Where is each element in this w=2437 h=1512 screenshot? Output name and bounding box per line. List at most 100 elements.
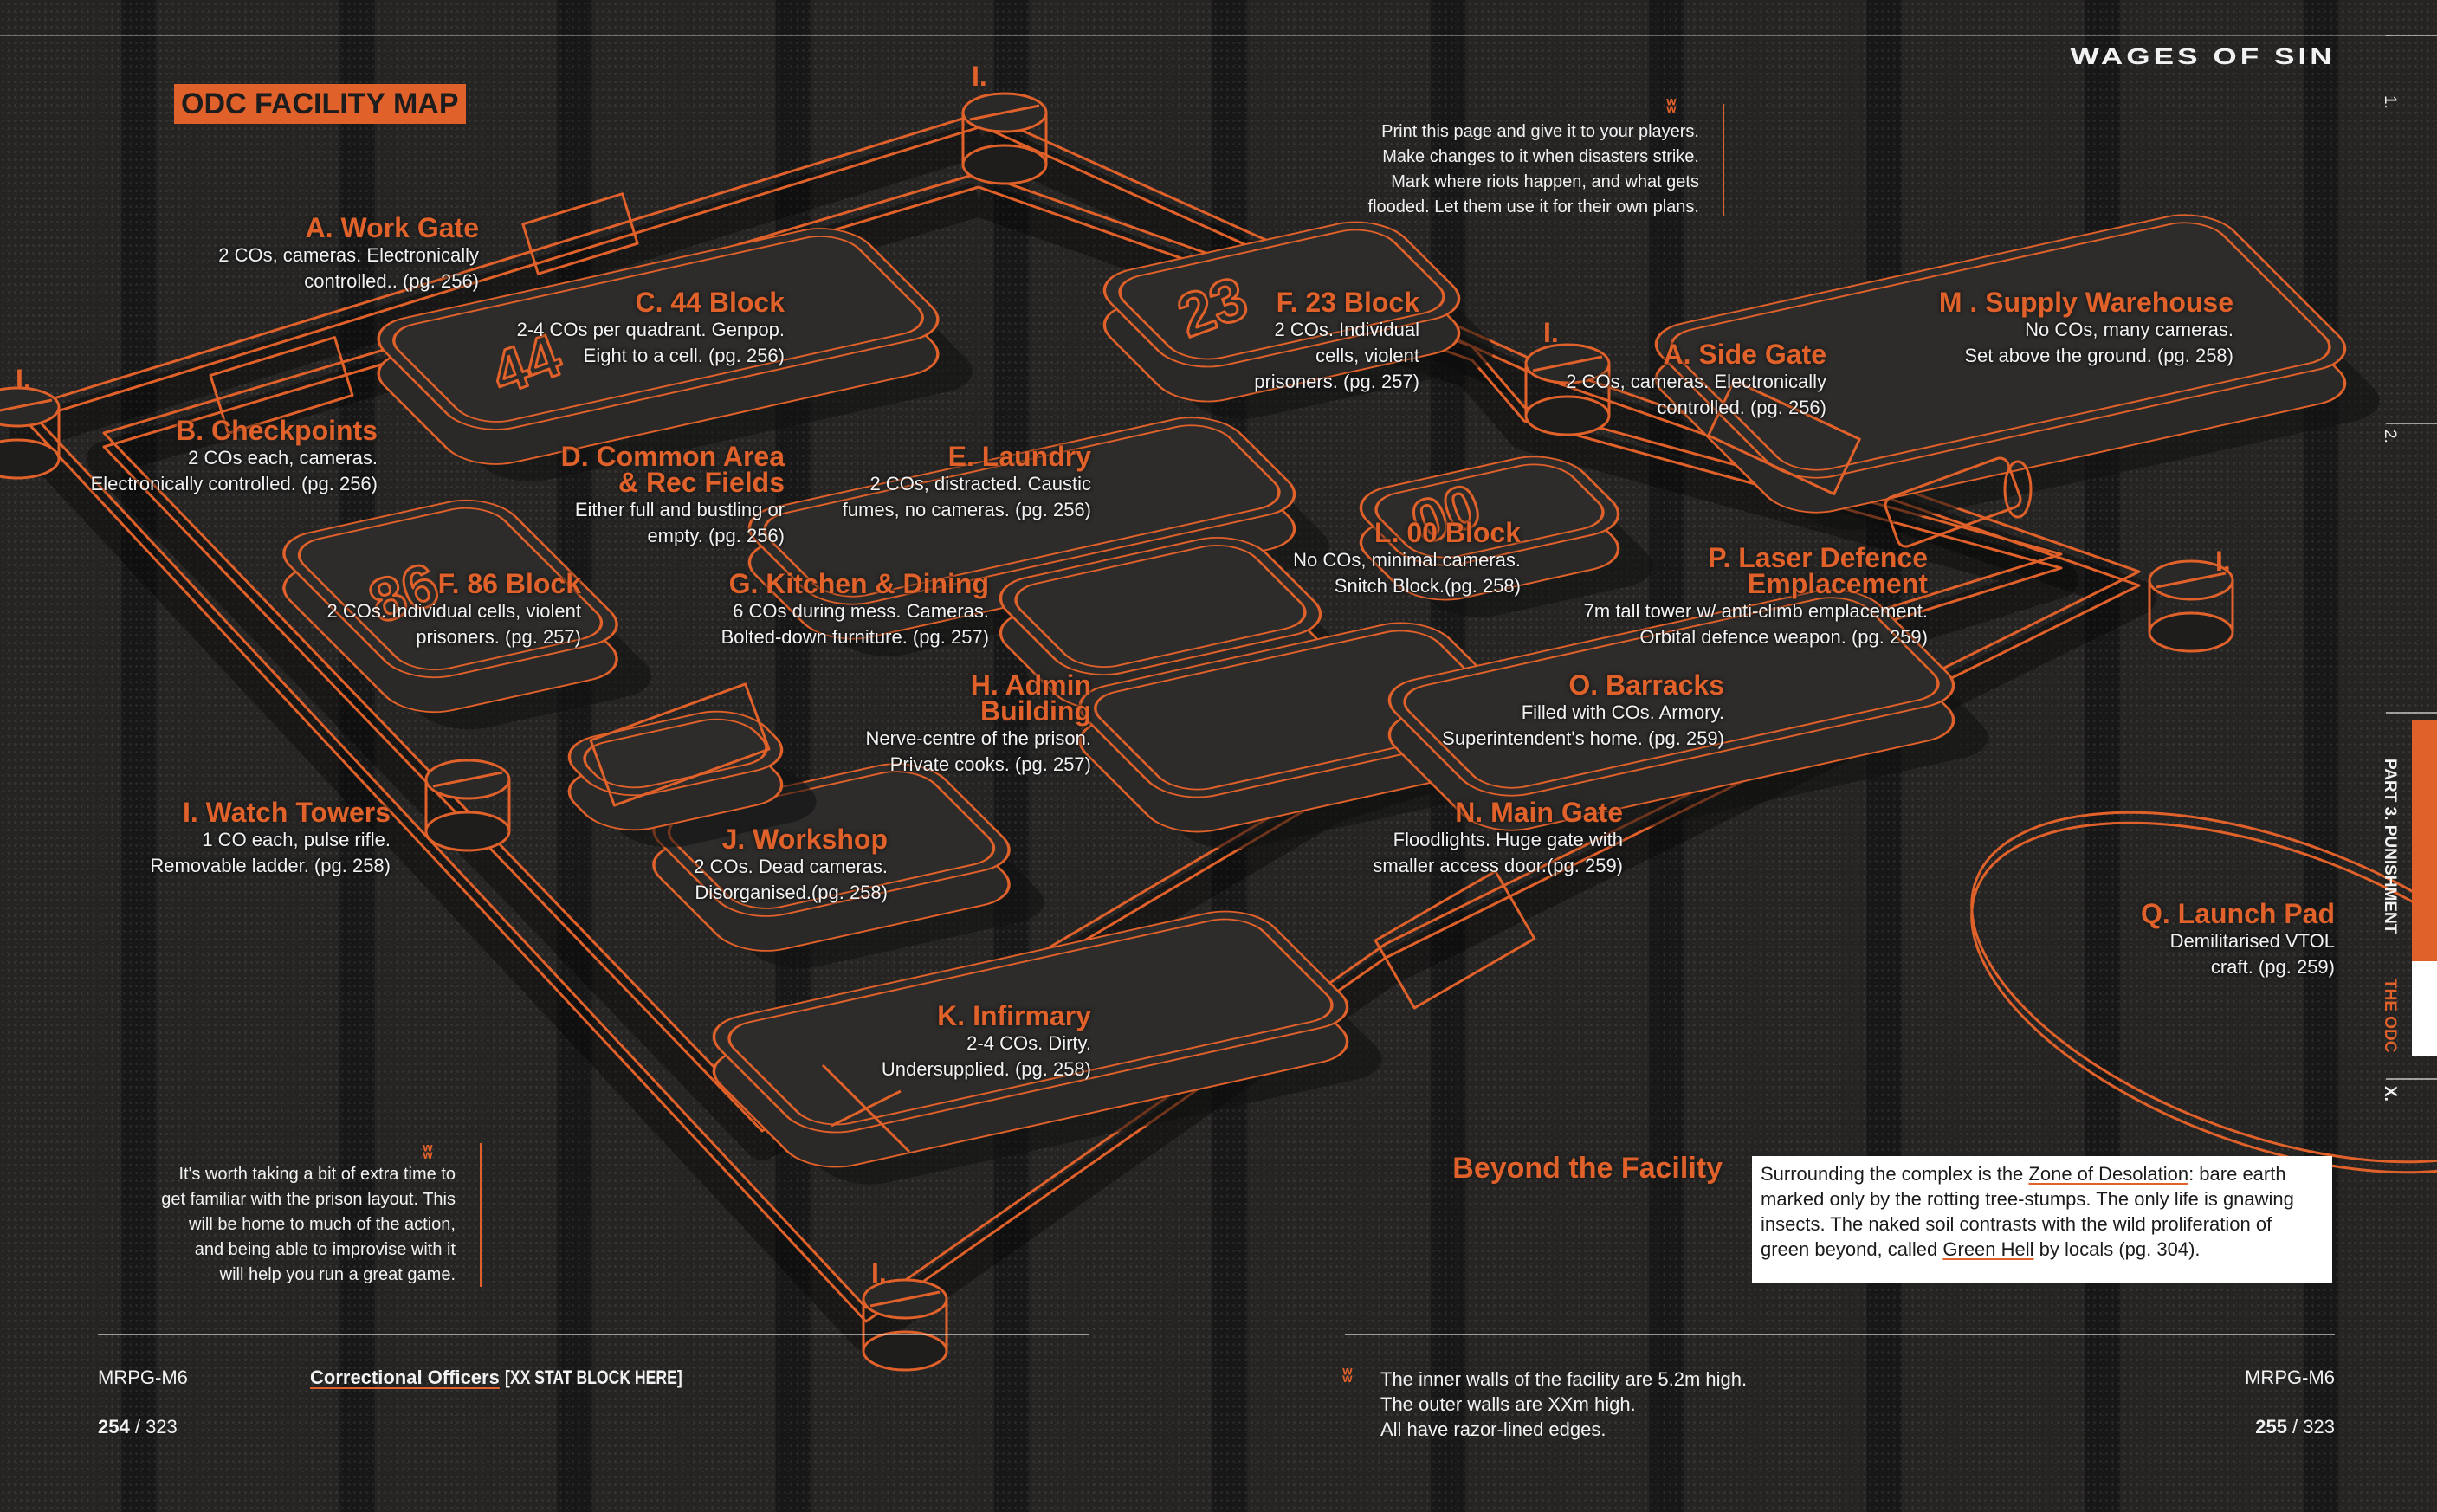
note-line: flooded. Let them use it for their own p… <box>1367 197 1699 216</box>
label-work-gate: A. Work Gate 2 COs, cameras. Electronica… <box>218 214 479 294</box>
green-hell-link[interactable]: Green Hell <box>1942 1238 2034 1260</box>
label-line: Removable ladder. (pg. 258) <box>150 855 391 876</box>
watch-tower-hatch <box>1532 355 1603 372</box>
side-nav-section[interactable]: THE ODC <box>2381 979 2399 1053</box>
label-line: Either full and bustling or <box>574 499 785 520</box>
label-line: Orbital defence weapon. (pg. 259) <box>1639 626 1928 648</box>
note-line: All have razor-lined edges. <box>1380 1418 1606 1440</box>
building-86-block-roof-inner <box>297 507 604 671</box>
label-line: No COs, minimal cameras. <box>1293 549 1521 571</box>
building-infirmary-roof-inner <box>727 918 1334 1126</box>
footer-page-right: 255 / 323 <box>2255 1416 2335 1438</box>
label-line: Nerve-centre of the prison. <box>865 727 1091 749</box>
watch-tower-hatch <box>0 398 53 412</box>
w-logo-icon: ʬ <box>423 1141 433 1163</box>
label-title: H. Admin <box>970 669 1091 701</box>
tower-marker: I. <box>1543 317 1559 348</box>
label-title: P. Laser Defence <box>1708 542 1928 573</box>
label-title: C. 44 Block <box>635 287 785 318</box>
note-line: will help you run a great game. <box>219 1265 456 1284</box>
watch-tower-hatch <box>869 1290 941 1308</box>
w-logo-icon: ʬ <box>1342 1365 1353 1386</box>
label-line: empty. (pg. 256) <box>647 525 785 546</box>
admin-checkpoint <box>589 682 771 807</box>
side-nav-chapter-x[interactable]: X. <box>2381 1086 2399 1102</box>
beyond-heading: Beyond the Facility <box>1452 1152 1723 1185</box>
building-barracks-roof <box>1387 589 1955 797</box>
label-checkpoints: B. Checkpoints 2 COs each, cameras.Elect… <box>91 417 378 497</box>
beyond-text: by locals (pg. 304). <box>2033 1238 2201 1260</box>
note-line: get familiar with the prison layout. Thi… <box>161 1190 456 1209</box>
side-nav-chapter-2[interactable]: 2. <box>2381 430 2399 443</box>
label-line: Undersupplied. (pg. 258) <box>881 1058 1091 1080</box>
footer-link-block: Correctional Officers [XX STAT BLOCK HER… <box>310 1367 727 1389</box>
side-nav-part[interactable]: PART 3. PUNISHMENT <box>2381 759 2399 934</box>
watch-tower-base <box>961 144 1048 185</box>
label-supply-warehouse: M . Supply Warehouse No COs, many camera… <box>1938 287 2233 369</box>
label-title: M . Supply Warehouse <box>1938 287 2233 318</box>
correctional-officers-link[interactable]: Correctional Officers <box>310 1367 500 1388</box>
note-line: and being able to improvise with it <box>194 1240 456 1259</box>
building-44-block-roof <box>377 228 940 430</box>
note-line: Make changes to it when disasters strike… <box>1382 147 1699 166</box>
label-line: controlled. (pg. 256) <box>1657 397 1826 418</box>
side-nav-chapter-1[interactable]: 1. <box>2381 95 2399 109</box>
current-page: 255 <box>2255 1416 2287 1438</box>
label-title: Emplacement <box>1747 568 1928 599</box>
tower-marker: I. <box>871 1257 887 1289</box>
note-line: It's worth taking a bit of extra time to <box>178 1165 456 1184</box>
side-gate <box>1707 378 1861 496</box>
label-title: Building <box>980 695 1091 727</box>
label-title: N. Main Gate <box>1455 797 1623 828</box>
building-23-block-roof <box>1102 221 1461 368</box>
label-line: prisoners. (pg. 257) <box>1254 371 1419 392</box>
watch-tower-hatch <box>2156 572 2227 589</box>
footer-rule-right <box>1345 1334 2335 1335</box>
label-admin: H. Admin Building Nerve-centre of the pr… <box>865 669 1091 778</box>
label-00-block: L. 00 Block No COs, minimal cameras.Snit… <box>1293 519 1521 599</box>
label-line: Set above the ground. (pg. 258) <box>1964 345 2233 366</box>
building-common-area-roof <box>999 536 1322 676</box>
label-line: Floodlights. Huge gate with <box>1393 829 1623 850</box>
building-common-area-roof-inner <box>1014 544 1307 669</box>
label-line: Private cooks. (pg. 257) <box>889 753 1091 775</box>
watch-tower-base <box>2148 611 2234 653</box>
beyond-heading-block: Beyond the Facility <box>1452 1152 1723 1185</box>
note-line: Print this page and give it to your play… <box>1381 122 1699 141</box>
total-pages: 323 <box>145 1416 178 1438</box>
side-rule <box>2386 1078 2437 1080</box>
infirmary-cross-icon <box>821 1063 911 1153</box>
beyond-text: Surrounding the complex is the <box>1761 1163 2029 1185</box>
label-line: fumes, no cameras. (pg. 256) <box>842 499 1091 520</box>
label-line: Electronically controlled. (pg. 256) <box>90 473 378 494</box>
label-line: 6 COs during mess. Cameras. <box>733 600 989 622</box>
label-line: Disorganised.(pg. 258) <box>695 882 888 903</box>
walls-note: The inner walls of the facility are 5.2m… <box>1380 1367 1747 1442</box>
footer-page-left: 254 / 323 <box>98 1416 178 1438</box>
label-title: D. Common Area <box>560 441 785 472</box>
label-line: Eight to a cell. (pg. 256) <box>583 345 785 366</box>
label-title: G. Kitchen & Dining <box>728 568 989 599</box>
label-title: K. Infirmary <box>937 1000 1091 1031</box>
stat-block-placeholder: [XX STAT BLOCK HERE] <box>504 1367 682 1388</box>
label-laser-defence: P. Laser Defence Emplacement 7m tall tow… <box>1584 542 1928 650</box>
main-gate <box>1374 869 1536 1010</box>
label-title: F. 23 Block <box>1276 287 1419 318</box>
label-line: 2-4 COs. Dirty. <box>966 1032 1091 1054</box>
building-infirmary-roof <box>712 910 1349 1134</box>
label-line: 2 COs. Dead cameras. <box>694 856 888 877</box>
side-rule <box>2386 35 2437 36</box>
side-rule <box>2386 423 2437 424</box>
watch-tower-hatch <box>969 104 1040 121</box>
label-line: No COs, many cameras. <box>2025 319 2233 340</box>
label-line: Filled with COs. Armory. <box>1521 701 1724 723</box>
zone-of-desolation-link[interactable]: Zone of Desolation <box>2028 1163 2189 1185</box>
page-title: ODC FACILITY MAP <box>174 84 466 124</box>
label-main-gate: N. Main Gate Floodlights. Huge gate with… <box>1373 797 1623 879</box>
note-line: will be home to much of the action, <box>189 1215 456 1234</box>
label-title: Q. Launch Pad <box>2140 898 2335 929</box>
label-kitchen: G. Kitchen & Dining 6 COs during mess. C… <box>721 568 989 650</box>
label-line: 2 COs. Individual <box>1274 319 1419 340</box>
